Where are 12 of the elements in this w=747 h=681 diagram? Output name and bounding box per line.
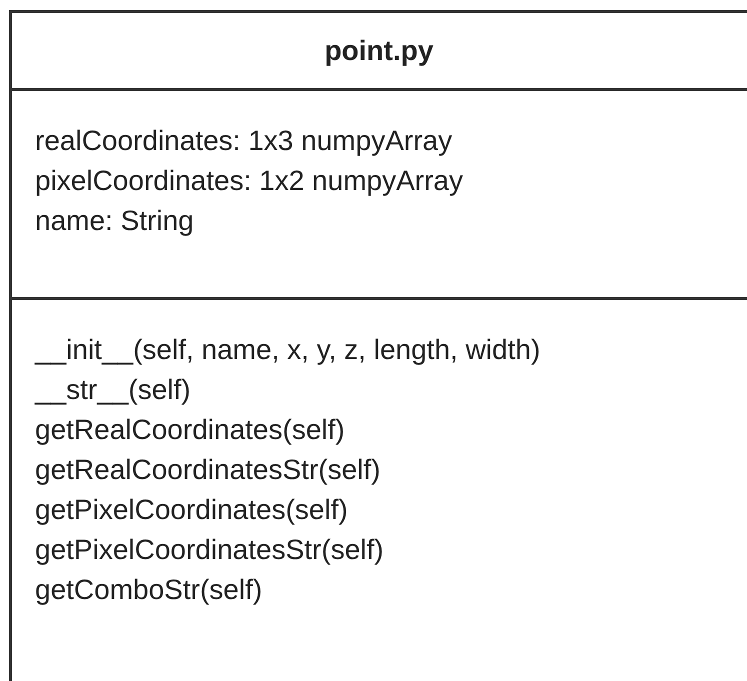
class-name: point.py <box>324 34 434 68</box>
method-text: getRealCoordinates(self) <box>35 413 345 447</box>
method-text: getPixelCoordinatesStr(self) <box>35 533 384 567</box>
method-text: getComboStr(self) <box>35 573 262 607</box>
method-text: __init__(self, name, x, y, z, length, width) <box>35 333 540 367</box>
method-text: getPixelCoordinates(self) <box>35 493 348 527</box>
attribute-text: realCoordinates: 1x3 numpyArray <box>35 124 452 158</box>
method-text: __str__(self) <box>35 373 191 407</box>
class-box <box>9 10 747 681</box>
attribute-text: pixelCoordinates: 1x2 numpyArray <box>35 164 463 198</box>
method-text: getRealCoordinatesStr(self) <box>35 453 380 487</box>
attribute-text: name: String <box>35 204 194 238</box>
